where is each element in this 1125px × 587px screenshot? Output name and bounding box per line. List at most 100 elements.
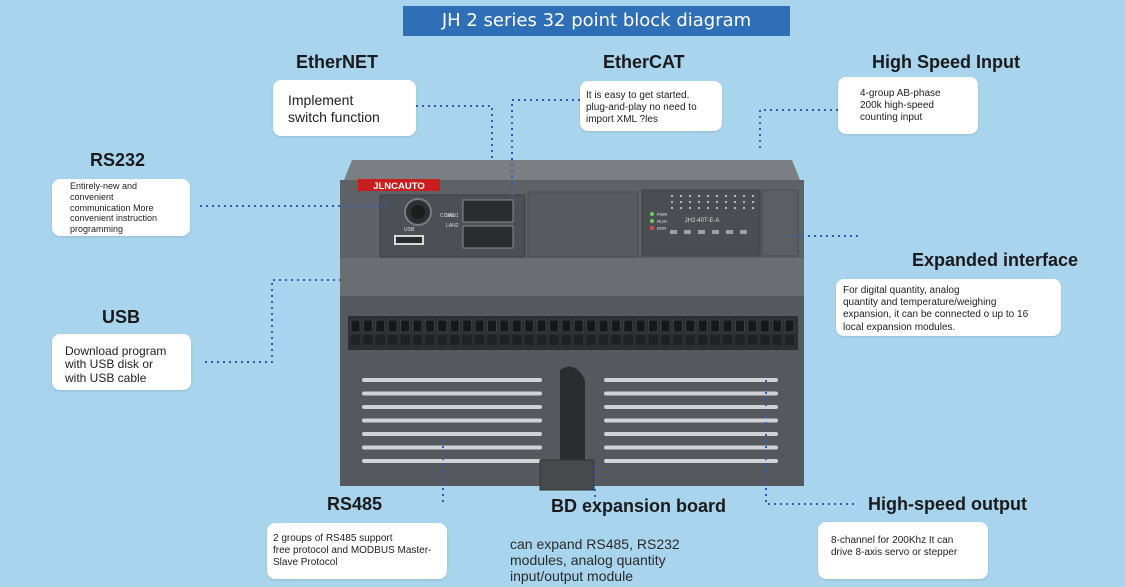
terminal-slot bbox=[611, 335, 621, 345]
pwr-led-label: PWR bbox=[657, 212, 668, 217]
terminal-slot bbox=[685, 335, 695, 345]
terminal-screw bbox=[462, 319, 473, 333]
model-label: JH2-40T-E-A bbox=[685, 218, 720, 224]
terminal-slot bbox=[710, 335, 720, 345]
terminal-slot bbox=[636, 335, 646, 345]
terminal-slot bbox=[561, 335, 571, 345]
err-led-label: ERR bbox=[657, 226, 667, 231]
vent-slot-left bbox=[362, 418, 542, 423]
rs485-description: 2 groups of RS485 support free protocol … bbox=[267, 523, 447, 579]
io-led bbox=[688, 194, 692, 198]
terminal-slot bbox=[475, 335, 484, 345]
terminal-screw bbox=[722, 319, 733, 333]
bd-slot-cover bbox=[527, 191, 639, 258]
terminal-screw bbox=[499, 319, 510, 333]
terminal-slot bbox=[499, 335, 509, 345]
lan1-label: LAN1 bbox=[446, 213, 459, 219]
terminal-slot bbox=[772, 335, 782, 345]
terminal-screw bbox=[697, 319, 708, 333]
terminal-screw bbox=[511, 319, 522, 333]
usb-description: Download program with USB disk or with U… bbox=[52, 334, 191, 390]
io-led bbox=[706, 206, 710, 210]
usb-heading: USB bbox=[102, 307, 141, 327]
terminal-slot bbox=[462, 335, 472, 345]
terminal-screw bbox=[375, 319, 386, 333]
io-led bbox=[751, 206, 755, 210]
io-led bbox=[751, 194, 755, 198]
pwr-led bbox=[650, 212, 654, 216]
ethercat-description: It is easy to get started. plug-and-play… bbox=[580, 81, 722, 131]
io-led bbox=[679, 200, 683, 204]
terminal-slot bbox=[450, 335, 460, 345]
terminal-screw bbox=[623, 319, 634, 333]
terminal-screw bbox=[350, 319, 361, 333]
rs232-description: Entirely-new and convenient communicatio… bbox=[52, 179, 190, 236]
terminal-slot bbox=[574, 335, 584, 345]
terminal-screw bbox=[412, 319, 423, 333]
high-speed-output-description: 8-channel for 200Khz It can drive 8-axis… bbox=[818, 522, 988, 579]
io-led bbox=[742, 194, 746, 198]
terminal-screw bbox=[734, 319, 745, 333]
run-led bbox=[650, 219, 654, 223]
io-led bbox=[733, 194, 737, 198]
io-led bbox=[724, 200, 728, 204]
terminal-screw bbox=[710, 319, 721, 333]
terminal-slot bbox=[661, 335, 670, 345]
io-led bbox=[706, 194, 710, 198]
terminal-slot bbox=[425, 335, 435, 345]
vent-slot-left bbox=[362, 391, 542, 396]
terminal-slot bbox=[723, 335, 732, 345]
io-led bbox=[724, 194, 728, 198]
terminal-screw bbox=[759, 319, 770, 333]
io-led bbox=[697, 206, 701, 210]
terminal-screw bbox=[635, 319, 646, 333]
terminal-slot bbox=[351, 335, 360, 345]
terminal-screws bbox=[350, 319, 795, 345]
terminal-screw bbox=[573, 319, 584, 333]
terminal-screw bbox=[387, 319, 398, 333]
ethernet-heading: EtherNET bbox=[296, 52, 379, 72]
terminal-slot bbox=[549, 335, 559, 345]
terminal-screw bbox=[362, 319, 373, 333]
terminal-slot bbox=[413, 335, 422, 345]
io-indicator bbox=[726, 230, 733, 234]
vent-slot-left bbox=[362, 378, 542, 382]
vent-slot-left bbox=[362, 405, 542, 409]
brand-badge bbox=[358, 179, 440, 191]
brand-name: JLNCAUTO bbox=[373, 181, 425, 192]
terminal-screw bbox=[424, 319, 435, 333]
terminal-slot bbox=[760, 335, 770, 345]
terminal-screw bbox=[548, 319, 559, 333]
io-indicator bbox=[670, 230, 677, 234]
expanded-interface-heading: Expanded interface bbox=[912, 250, 1079, 270]
ethercat-heading: EtherCAT bbox=[603, 52, 685, 72]
terminal-slot bbox=[735, 335, 745, 345]
io-led bbox=[670, 206, 674, 210]
io-indicator bbox=[712, 230, 719, 234]
terminal-screw bbox=[784, 319, 795, 333]
terminal-screw bbox=[660, 319, 671, 333]
io-led bbox=[742, 200, 746, 204]
expansion-side-cover bbox=[761, 189, 799, 257]
vent-slot-left bbox=[362, 432, 542, 436]
lan1-port bbox=[462, 199, 514, 223]
io-led bbox=[715, 206, 719, 210]
terminal-screw bbox=[474, 319, 485, 333]
io-led bbox=[751, 200, 755, 204]
high-speed-output-heading: High-speed output bbox=[868, 494, 1027, 514]
din-rail-clip bbox=[560, 366, 585, 460]
io-indicator bbox=[740, 230, 747, 234]
terminal-slot bbox=[400, 335, 410, 345]
high-speed-input-description: 4-group AB-phase 200k high-speed countin… bbox=[838, 77, 978, 134]
terminal-screw bbox=[536, 319, 547, 333]
io-led bbox=[715, 194, 719, 198]
terminal-slot bbox=[673, 335, 683, 345]
bd-expansion-description: can expand RS485, RS232 modules, analog … bbox=[510, 536, 680, 585]
io-led bbox=[715, 200, 719, 204]
vent-slot-right bbox=[604, 391, 778, 396]
terminal-slot bbox=[586, 335, 596, 345]
vent-slot-left bbox=[362, 445, 542, 450]
terminal-slot bbox=[747, 335, 757, 345]
